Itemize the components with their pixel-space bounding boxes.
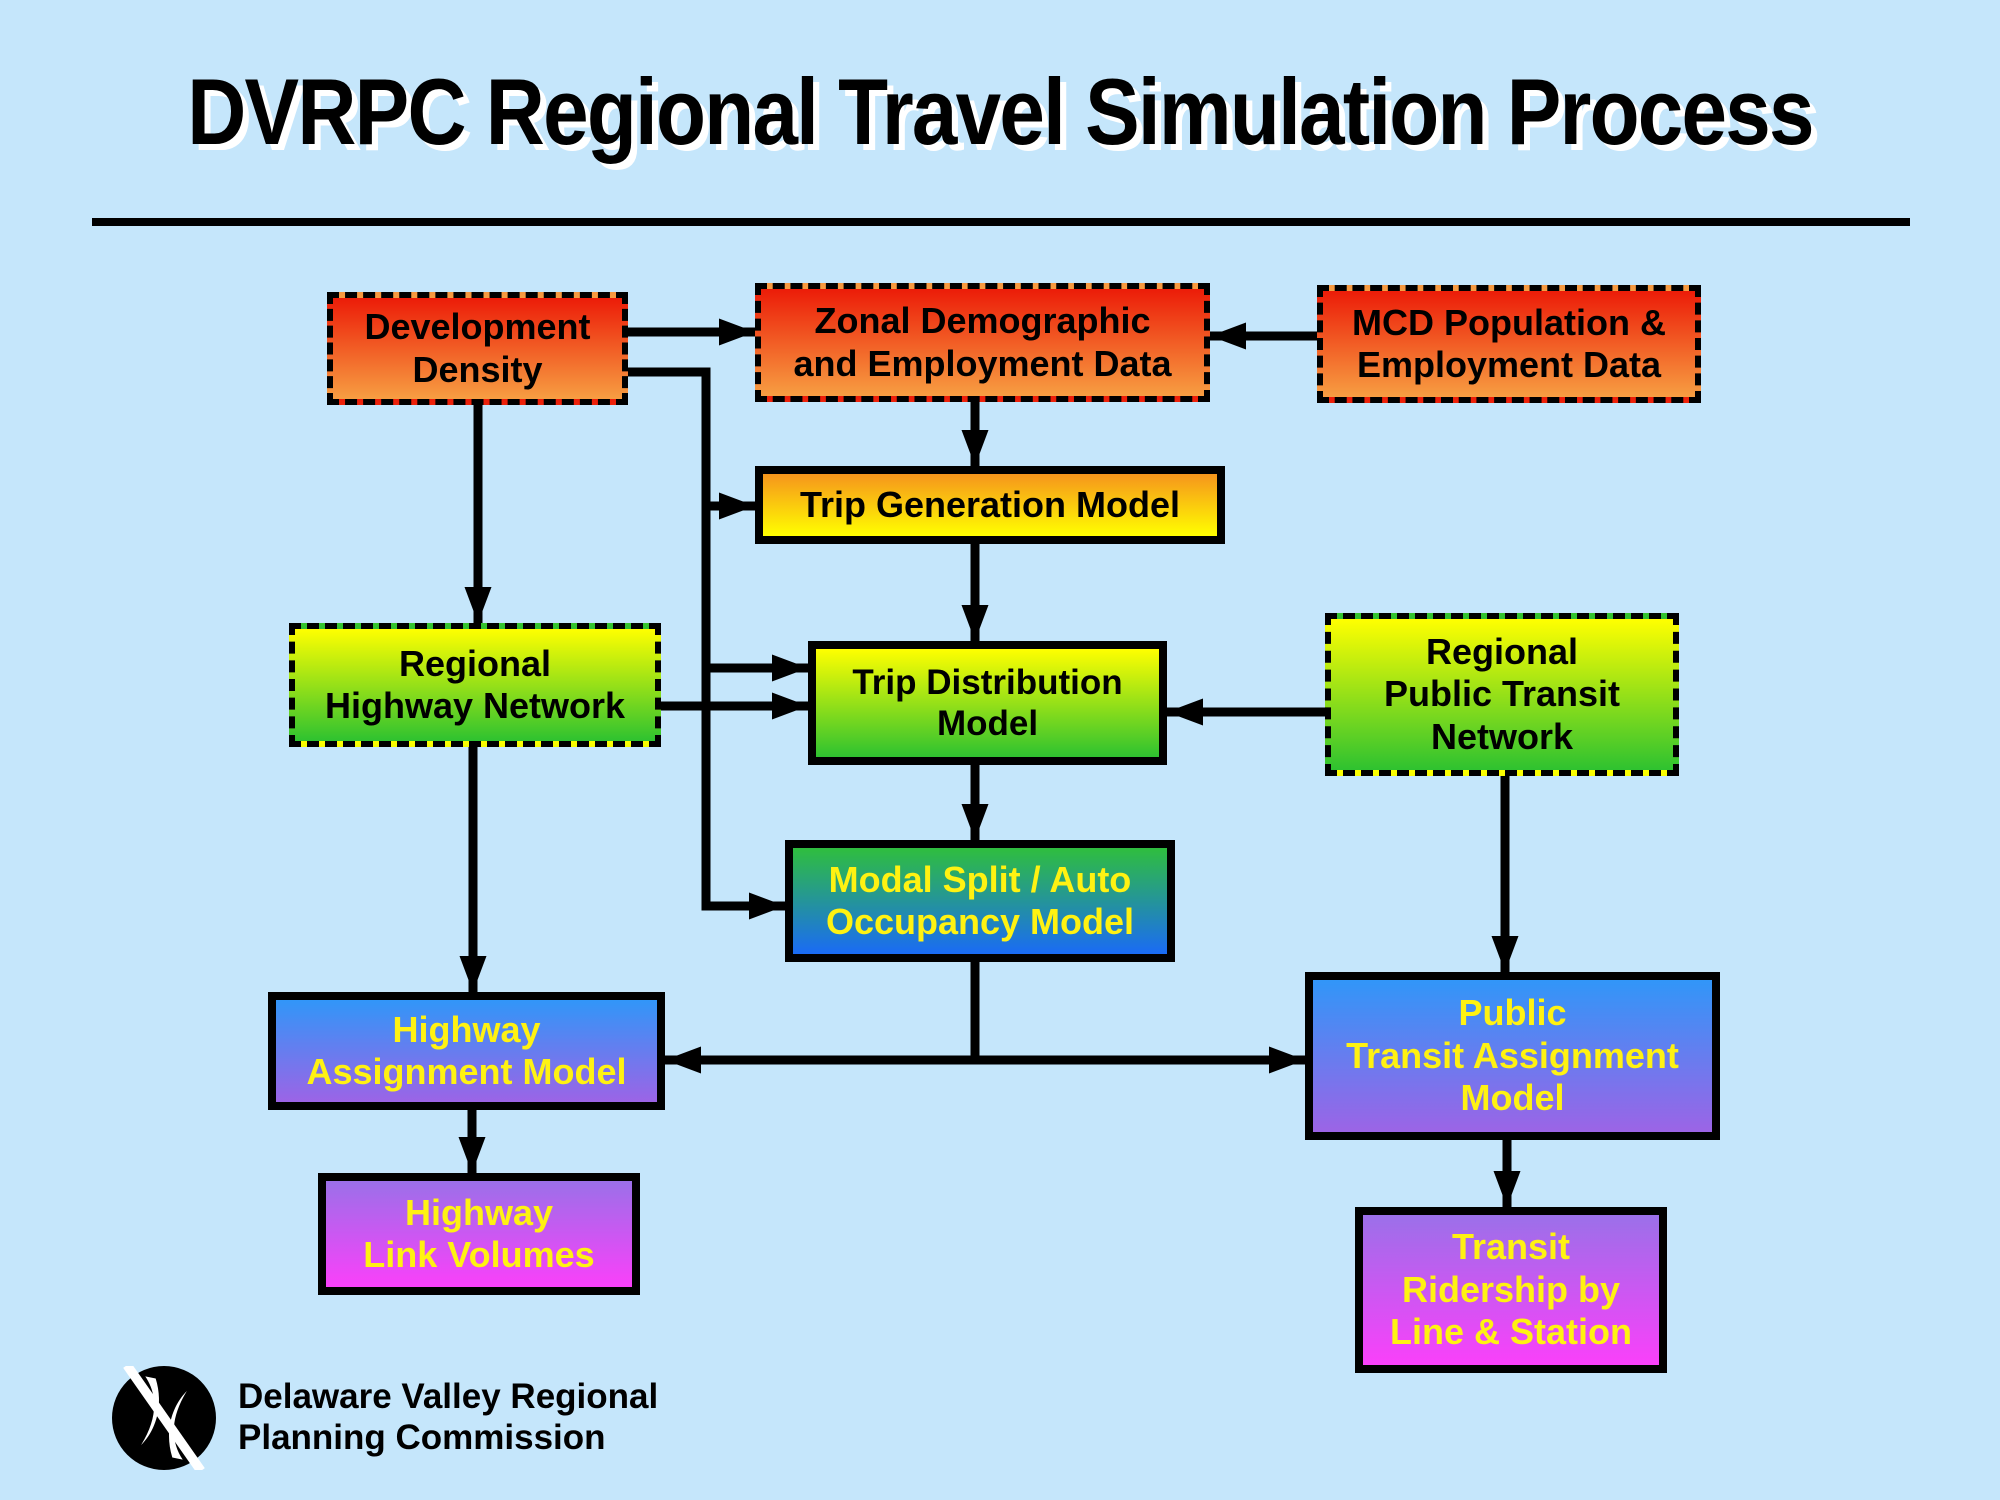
organization-name: Delaware Valley Regional Planning Commis… [238,1377,659,1457]
node-development-density: Development Density [327,292,628,405]
node-transit-ridership: Transit Ridership by Line & Station [1355,1207,1667,1373]
logo-slash [123,1366,205,1470]
node-trip-distribution: Trip Distribution Model [808,641,1167,765]
node-modal-split: Modal Split / Auto Occupancy Model [785,840,1175,962]
node-regional-public-transit-network: Regional Public Transit Network [1325,613,1679,776]
page-title: DVRPC Regional Travel Simulation Process [187,59,1814,164]
node-highway-link-volumes: Highway Link Volumes [318,1173,640,1295]
node-zonal-demographic: Zonal Demographic and Employment Data [755,283,1210,402]
dvrpc-logo [112,1366,216,1470]
logo-left-blade [141,1376,159,1446]
node-regional-highway-network: Regional Highway Network [289,623,661,747]
node-public-transit-assignment: Public Transit Assignment Model [1305,972,1720,1140]
title-rule [92,218,1910,226]
logo-right-blade [169,1390,187,1460]
node-highway-assignment: Highway Assignment Model [268,992,665,1110]
node-trip-generation: Trip Generation Model [755,466,1225,544]
node-mcd-population: MCD Population & Employment Data [1317,285,1701,403]
